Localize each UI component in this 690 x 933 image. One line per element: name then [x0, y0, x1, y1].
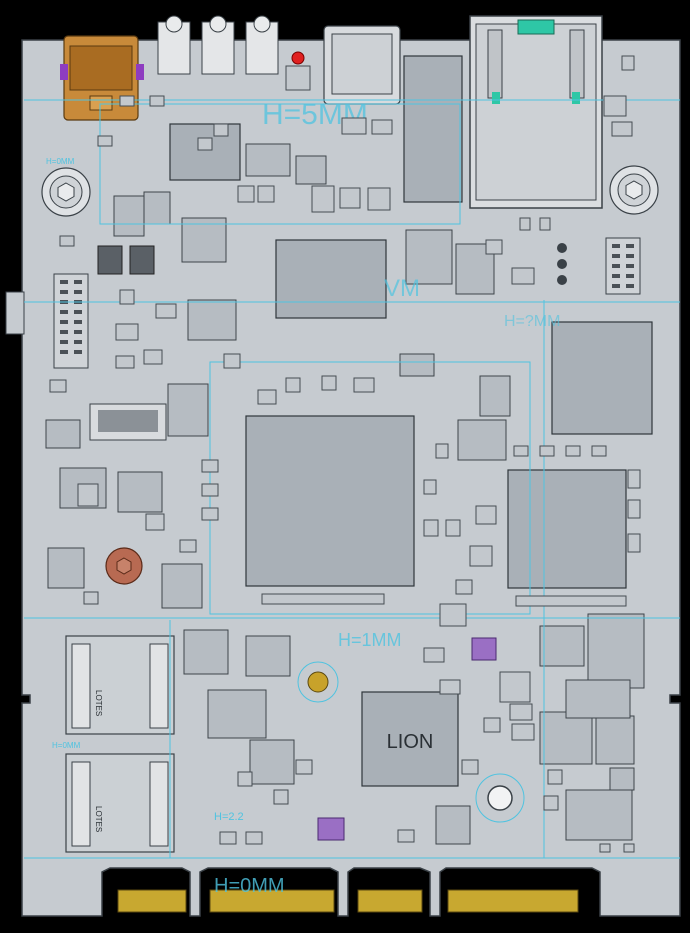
main-soc — [245, 415, 415, 587]
copper-screw-icon — [105, 547, 143, 585]
passive-components — [49, 55, 641, 853]
height-dimension-lines — [24, 99, 680, 859]
three-pin — [557, 243, 567, 285]
dim-label-bottom: H=0MM — [214, 875, 285, 897]
usb-connector — [60, 35, 144, 121]
sd-brand-label: LOTES — [94, 690, 103, 716]
purple-pad — [317, 817, 345, 841]
sd-slot-1: LOTES — [65, 635, 175, 735]
pin-header-right — [605, 237, 641, 295]
ram-chip-top — [551, 321, 653, 435]
dim-label-small: H=2.2 — [214, 811, 244, 823]
sd-slot-2: LOTES — [65, 753, 175, 853]
ram-chip-right — [507, 469, 627, 589]
tact-switch — [129, 245, 155, 275]
dim-label-right: H=?MM — [504, 313, 560, 330]
wifi-chip — [275, 239, 387, 319]
coin-cell-icon — [475, 773, 525, 823]
sd-brand-label: LOTES — [94, 806, 103, 832]
dim-label-mount: H=0MM — [46, 157, 75, 166]
dim-label-sd: H=0MM — [52, 741, 81, 750]
tact-switch — [97, 245, 123, 275]
purple-pad — [471, 637, 497, 661]
hex-screw-icon — [609, 165, 659, 215]
trimmer-icon — [297, 661, 339, 703]
power-module — [403, 55, 463, 203]
side-tab — [5, 291, 25, 335]
rj45-connector — [469, 15, 603, 209]
hex-screw-icon — [41, 167, 91, 217]
dim-label-middle: H=1MM — [338, 630, 402, 650]
top-buttons — [157, 15, 279, 75]
dim-label-vm: VM — [384, 275, 420, 302]
red-led-icon — [291, 51, 305, 65]
lion-chip — [361, 691, 459, 787]
pin-header-left — [53, 273, 89, 369]
gold-fingers — [117, 889, 579, 913]
lion-chip-label: LION — [387, 731, 434, 753]
